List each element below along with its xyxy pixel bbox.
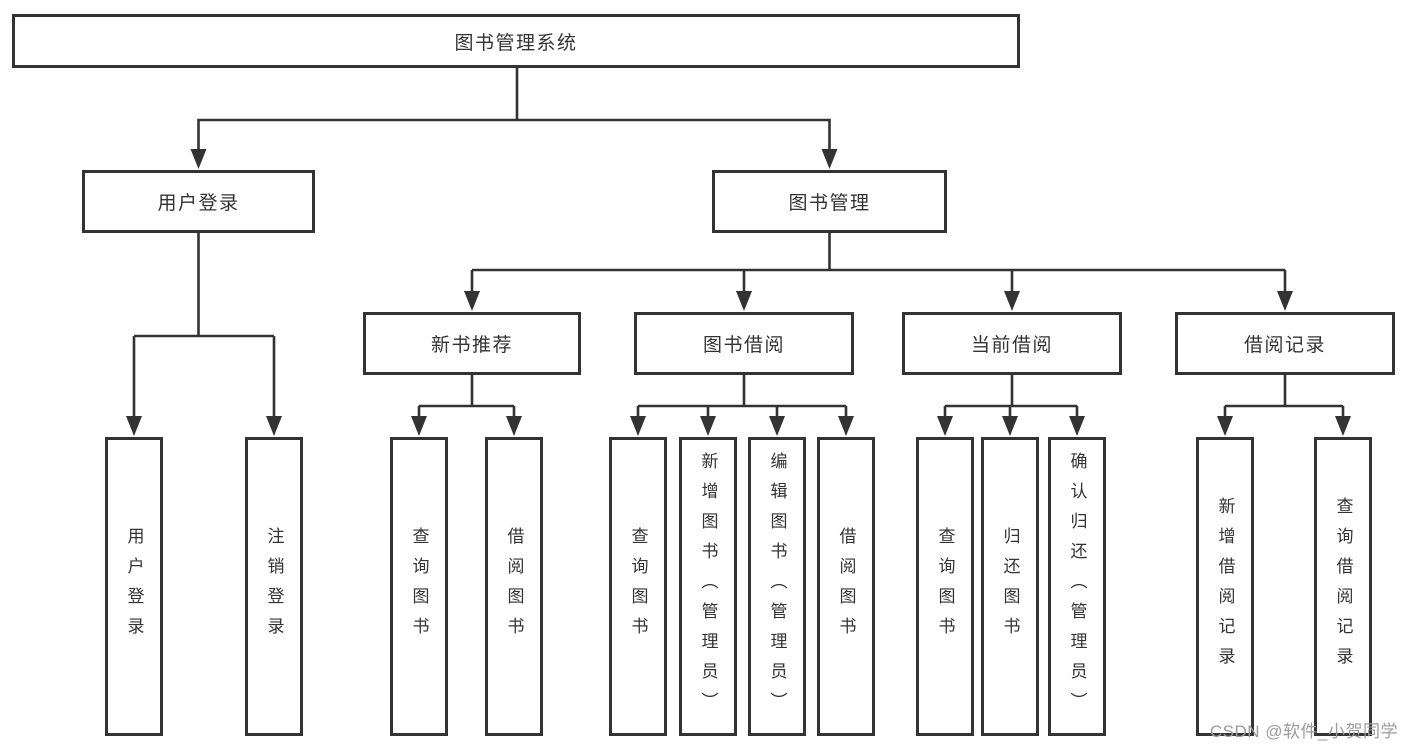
node-book-borrow-label: 图书借阅	[702, 335, 785, 356]
connector-paths	[132, 68, 1345, 418]
arrow-down-icon	[838, 416, 854, 436]
node-book-management: 图书管理	[712, 170, 947, 233]
node-current-borrow-label: 当前借阅	[970, 335, 1053, 356]
node-leaf-add-borrow-record: 新增借阅记录	[1196, 437, 1254, 736]
node-root-label: 图书管理系统	[454, 32, 578, 54]
arrow-down-icon	[821, 149, 838, 169]
connector-book-management-rail	[470, 233, 1287, 293]
node-leaf-add-borrow-record-label: 新增借阅记录	[1215, 496, 1235, 677]
connector-book-borrow-group	[636, 375, 848, 418]
connector-borrow-records-group	[1223, 375, 1345, 418]
connector-current-borrow-group	[943, 375, 1079, 418]
node-leaf-return-books-label: 归还图书	[1000, 526, 1020, 647]
arrow-down-icon	[190, 149, 207, 169]
arrow-down-icon	[1002, 416, 1018, 436]
node-leaf-borrow-books: 借阅图书	[817, 437, 875, 736]
node-leaf-search-books-current-label: 查询图书	[935, 526, 955, 647]
arrow-down-icon	[126, 416, 142, 436]
node-current-borrow: 当前借阅	[902, 312, 1122, 375]
arrow-down-icon	[1277, 291, 1293, 311]
node-leaf-confirm-return-admin: 确认归还（管理员）	[1048, 437, 1106, 736]
node-leaf-edit-book-admin: 编辑图书（管理员）	[748, 437, 806, 736]
arrow-down-icon	[700, 416, 716, 436]
node-leaf-logout: 注销登录	[245, 437, 303, 736]
watermark: CSDN @软件_小贺同学	[1209, 722, 1398, 741]
node-book-borrow: 图书借阅	[634, 312, 854, 375]
node-leaf-search-books-recommend-label: 查询图书	[409, 526, 429, 647]
node-new-book-recommend-label: 新书推荐	[430, 335, 513, 356]
node-leaf-confirm-return-admin-label: 确认归还（管理员）	[1067, 451, 1087, 722]
arrow-down-icon	[1217, 416, 1233, 436]
connector-user-login-group	[132, 233, 276, 418]
node-book-management-label: 图书管理	[788, 193, 871, 214]
node-leaf-return-books: 归还图书	[981, 437, 1039, 736]
node-leaf-logout-label: 注销登录	[264, 526, 284, 647]
node-borrow-records: 借阅记录	[1175, 312, 1395, 375]
node-root: 图书管理系统	[12, 14, 1020, 68]
arrow-down-icon	[506, 416, 522, 436]
arrow-down-icon	[769, 416, 785, 436]
arrowheads	[126, 149, 1351, 436]
node-leaf-user-login: 用户登录	[105, 437, 163, 736]
node-leaf-search-books-recommend: 查询图书	[390, 437, 448, 736]
arrow-down-icon	[630, 416, 646, 436]
arrow-down-icon	[1004, 291, 1020, 311]
node-leaf-search-borrow-record-label: 查询借阅记录	[1333, 496, 1353, 677]
node-user-login-label: 用户登录	[157, 193, 240, 214]
arrow-down-icon	[266, 416, 282, 436]
node-user-login: 用户登录	[82, 170, 315, 233]
node-leaf-search-books: 查询图书	[609, 437, 667, 736]
arrow-down-icon	[464, 291, 480, 311]
node-leaf-add-book-admin: 新增图书（管理员）	[679, 437, 737, 736]
node-leaf-borrow-books-label: 借阅图书	[836, 526, 856, 647]
node-leaf-search-borrow-record: 查询借阅记录	[1314, 437, 1372, 736]
node-leaf-search-books-label: 查询图书	[628, 526, 648, 647]
node-borrow-records-label: 借阅记录	[1243, 335, 1326, 356]
arrow-down-icon	[1335, 416, 1351, 436]
node-leaf-edit-book-admin-label: 编辑图书（管理员）	[767, 451, 787, 722]
node-new-book-recommend: 新书推荐	[363, 312, 581, 375]
connector-root-rail	[197, 118, 831, 151]
arrow-down-icon	[937, 416, 953, 436]
node-leaf-borrow-books-recommend: 借阅图书	[485, 437, 543, 736]
arrow-down-icon	[411, 416, 427, 436]
arrow-down-icon	[1069, 416, 1085, 436]
arrow-down-icon	[736, 291, 752, 311]
node-leaf-borrow-books-recommend-label: 借阅图书	[504, 526, 524, 647]
node-leaf-add-book-admin-label: 新增图书（管理员）	[698, 451, 718, 722]
connector-new-book-group	[417, 375, 516, 418]
node-leaf-user-login-label: 用户登录	[124, 526, 144, 647]
node-leaf-search-books-current: 查询图书	[916, 437, 974, 736]
